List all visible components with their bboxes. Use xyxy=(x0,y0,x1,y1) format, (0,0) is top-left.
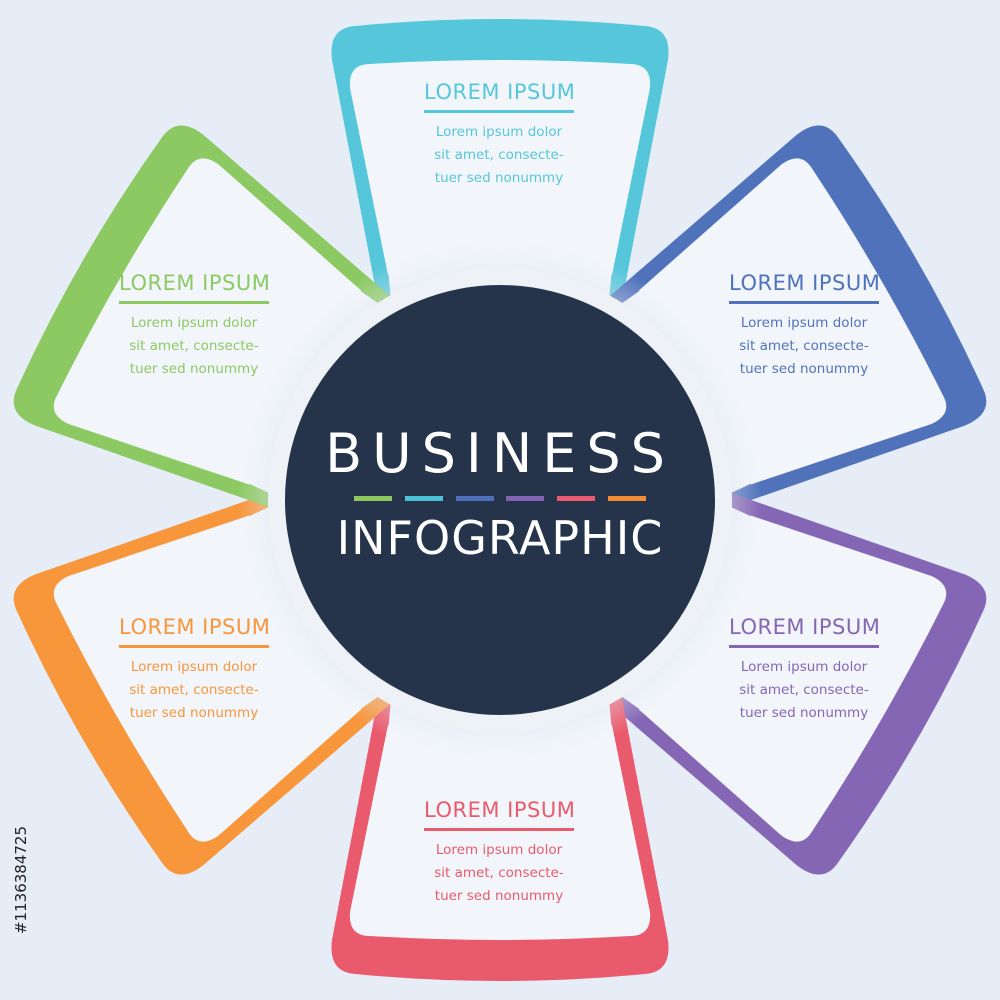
petal-lower-left-card xyxy=(53,515,362,842)
stock-id-text: #1136384725 xyxy=(12,825,30,935)
panel-lower-right-line-2: sit amet, consecte- xyxy=(739,682,869,698)
panel-lower-right: LOREM IPSUM Lorem ipsum dolor sit amet, … xyxy=(729,615,880,725)
panel-upper-left-line-2: sit amet, consecte- xyxy=(129,338,259,354)
petal-upper-left-card xyxy=(53,158,362,485)
panel-lower-left-title: LOREM IPSUM xyxy=(119,615,270,648)
panel-lower-right-line-1: Lorem ipsum dolor xyxy=(740,659,868,675)
panel-bottom-line-3: tuer sed nonummy xyxy=(434,888,564,904)
petal-upper-right-card xyxy=(638,158,947,485)
color-dash-2 xyxy=(404,496,443,501)
panel-bottom: LOREM IPSUM Lorem ipsum dolor sit amet, … xyxy=(424,798,575,908)
color-dash-3 xyxy=(455,496,494,501)
panel-lower-left-line-3: tuer sed nonummy xyxy=(129,705,259,721)
panel-top-line-3: tuer sed nonummy xyxy=(434,170,564,186)
center-circle xyxy=(285,285,715,715)
panel-upper-left: LOREM IPSUM Lorem ipsum dolor sit amet, … xyxy=(119,271,270,381)
panel-upper-right-line-2: sit amet, consecte- xyxy=(739,338,869,354)
panel-bottom-line-2: sit amet, consecte- xyxy=(434,865,564,881)
panel-lower-right-title: LOREM IPSUM xyxy=(729,615,880,648)
petal-lower-right-card xyxy=(638,515,947,842)
panel-top: LOREM IPSUM Lorem ipsum dolor sit amet, … xyxy=(424,80,575,190)
color-dash-1 xyxy=(354,496,392,501)
panel-bottom-line-1: Lorem ipsum dolor xyxy=(435,842,563,858)
petal-top-card xyxy=(349,60,651,275)
center-title-infographic: INFOGRAPHIC xyxy=(336,511,664,565)
panel-upper-left-line-3: tuer sed nonummy xyxy=(129,361,259,377)
panel-upper-right-line-1: Lorem ipsum dolor xyxy=(740,315,868,331)
color-dash-5 xyxy=(557,496,596,501)
panel-upper-right: LOREM IPSUM Lorem ipsum dolor sit amet, … xyxy=(729,271,880,381)
panel-top-line-2: sit amet, consecte- xyxy=(434,147,564,163)
panel-upper-right-line-3: tuer sed nonummy xyxy=(739,361,869,377)
petal-bottom-card xyxy=(349,725,651,940)
color-dash-4 xyxy=(506,496,545,501)
panel-upper-left-title: LOREM IPSUM xyxy=(119,271,270,304)
center-title-business: BUSINESS xyxy=(325,422,675,485)
panel-upper-right-title: LOREM IPSUM xyxy=(729,271,880,304)
color-dash-6 xyxy=(607,496,646,501)
panel-bottom-title: LOREM IPSUM xyxy=(424,798,575,831)
panel-lower-left: LOREM IPSUM Lorem ipsum dolor sit amet, … xyxy=(119,615,270,725)
panel-top-line-1: Lorem ipsum dolor xyxy=(435,124,563,140)
panel-lower-left-line-1: Lorem ipsum dolor xyxy=(130,659,258,675)
panel-lower-right-line-3: tuer sed nonummy xyxy=(739,705,869,721)
panel-lower-left-line-2: sit amet, consecte- xyxy=(129,682,259,698)
panel-upper-left-line-1: Lorem ipsum dolor xyxy=(130,315,258,331)
color-dash-row xyxy=(354,496,646,502)
panel-top-title: LOREM IPSUM xyxy=(424,80,575,113)
stock-id-label: #1136384725 xyxy=(6,760,36,1000)
